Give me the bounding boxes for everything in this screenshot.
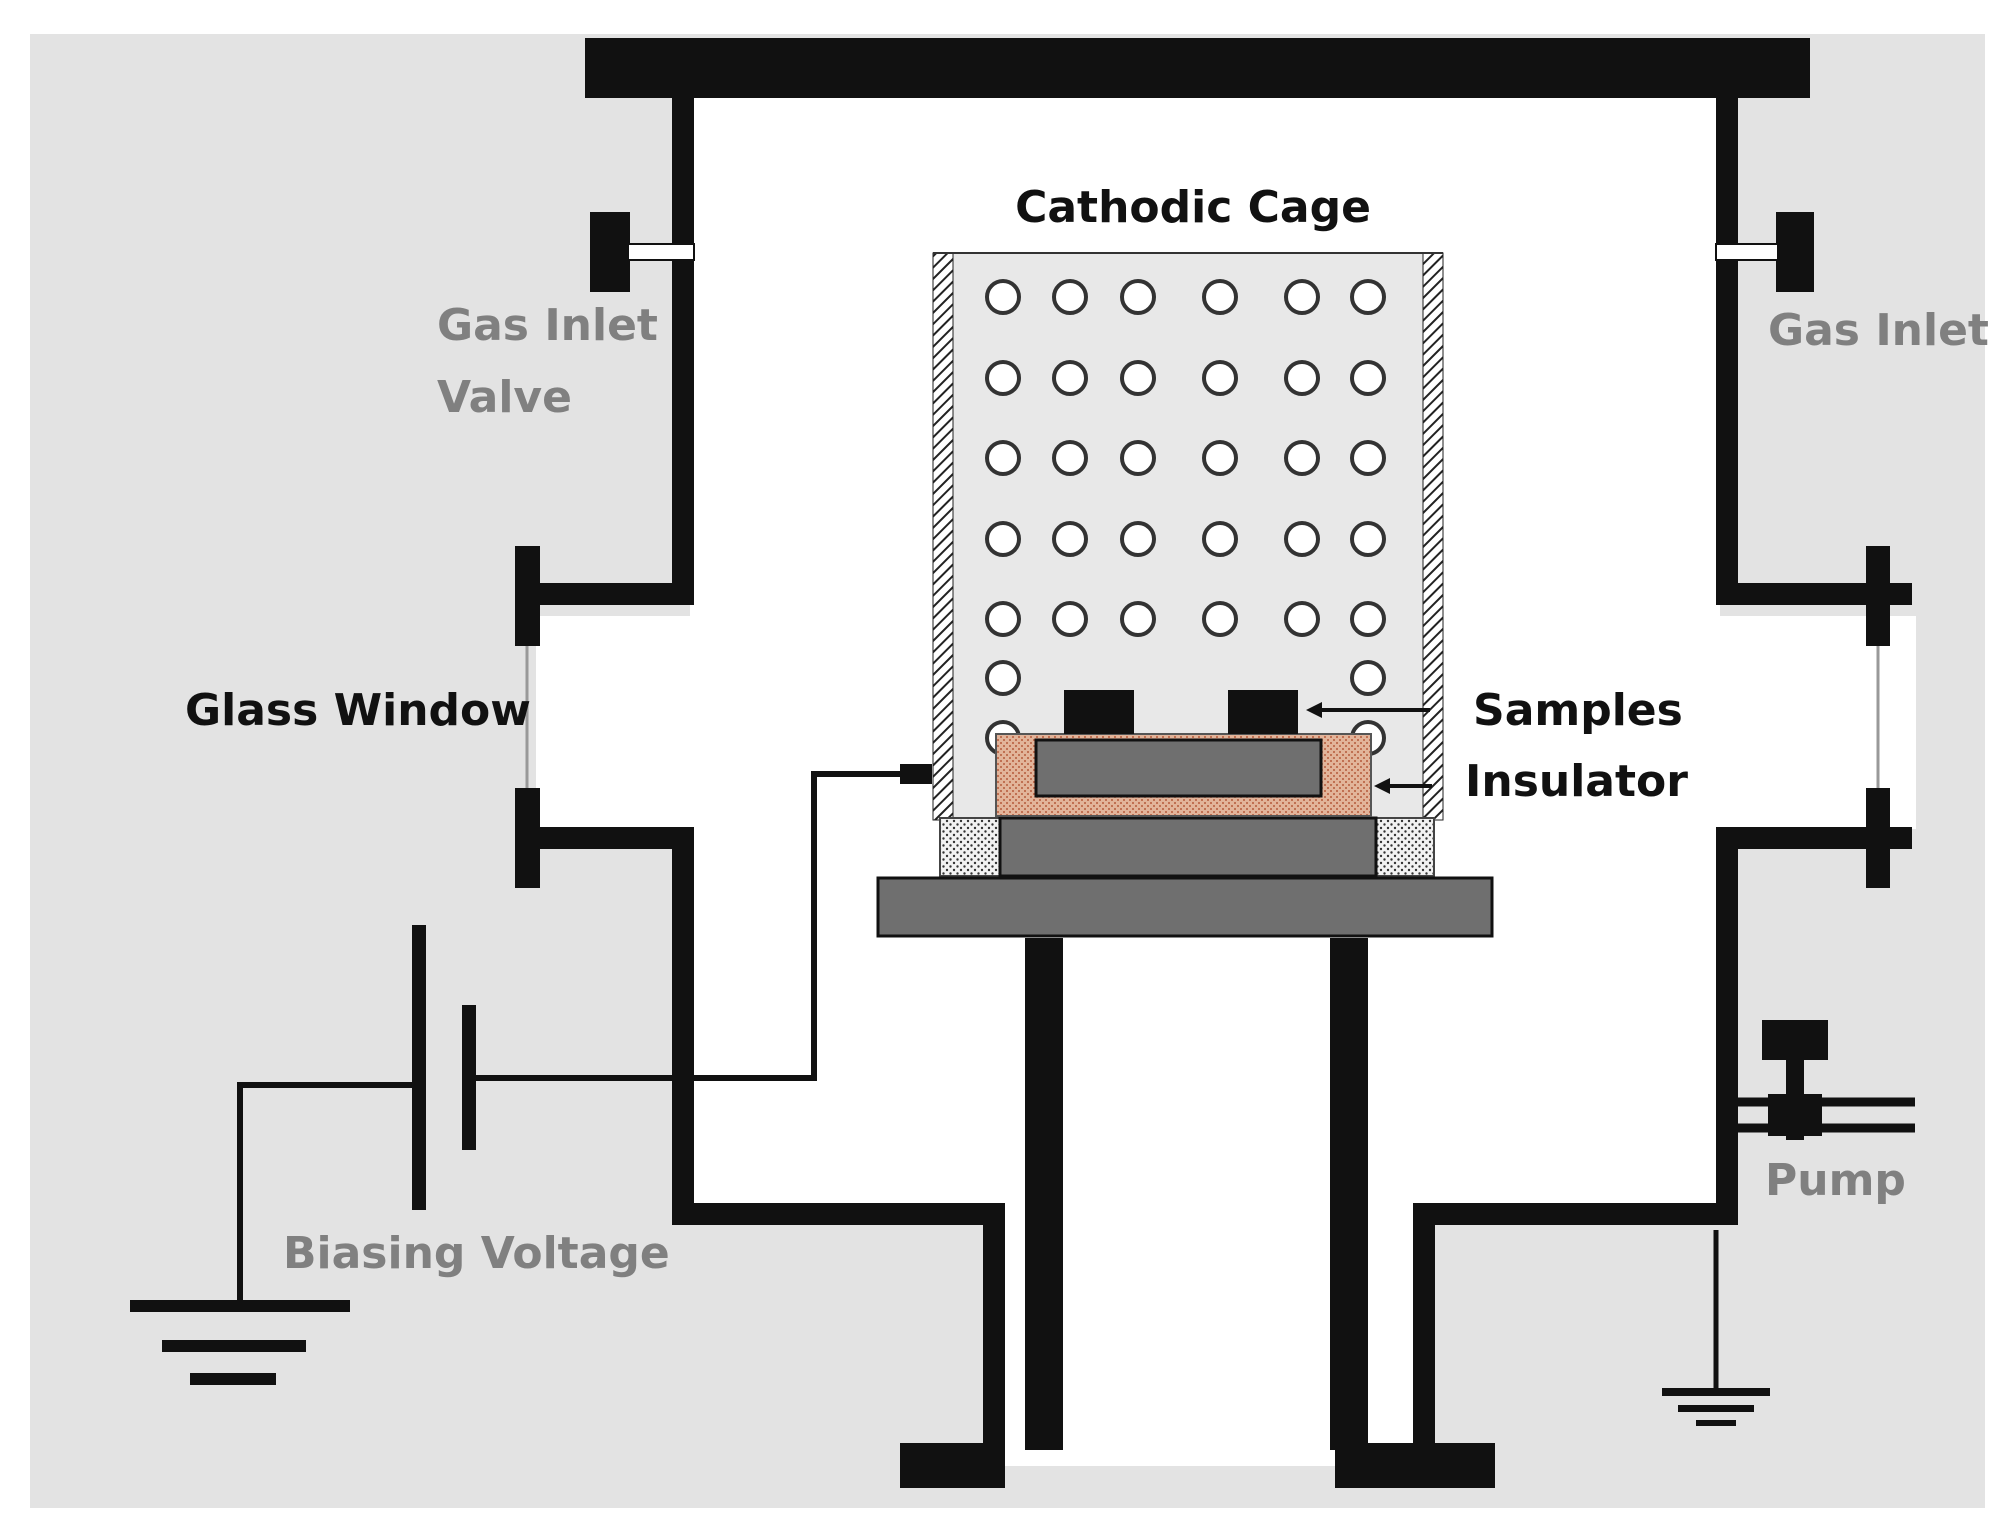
pump-line <box>1716 1020 1915 1140</box>
cage-hole <box>1052 440 1088 476</box>
cathodic-cage <box>932 252 1444 821</box>
cage-hole <box>1284 440 1320 476</box>
cage-hole <box>1350 521 1386 557</box>
sample-holder <box>876 816 1494 938</box>
cage-hole <box>1350 360 1386 396</box>
glass-window-left <box>515 546 540 888</box>
samples <box>1064 690 1298 734</box>
cage-hole <box>985 660 1021 696</box>
ground-symbol-icon <box>130 1300 350 1385</box>
cage-holes <box>985 279 1386 756</box>
cage-hole <box>1284 521 1320 557</box>
chamber-lid <box>585 38 1810 98</box>
label-gas-inlet-valve-line2: Valve <box>437 372 572 423</box>
bias-circuit-wire <box>237 771 920 1310</box>
label-cathodic-cage: Cathodic Cage <box>1015 182 1371 233</box>
cage-hole <box>1350 279 1386 315</box>
glass-window-right <box>1866 546 1890 888</box>
cage-hole <box>1202 440 1238 476</box>
cage-hole <box>1052 521 1088 557</box>
label-gas-inlet: Gas Inlet <box>1768 305 1989 356</box>
cage-hole <box>1350 440 1386 476</box>
cage-hole <box>1052 360 1088 396</box>
cage-hole <box>1284 279 1320 315</box>
cage-hole <box>1120 279 1156 315</box>
label-gas-inlet-valve-line1: Gas Inlet <box>437 300 658 351</box>
cage-hole <box>1350 601 1386 637</box>
cage-hole <box>1120 601 1156 637</box>
battery-symbol-icon <box>412 925 476 1210</box>
label-pump: Pump <box>1765 1155 1906 1206</box>
cage-hole <box>1120 360 1156 396</box>
pointer-arrows <box>1306 702 1432 794</box>
cage-hole <box>985 360 1021 396</box>
cage-hole <box>985 521 1021 557</box>
cage-hole <box>985 279 1021 315</box>
cage-hole <box>1120 521 1156 557</box>
chamber-wall <box>536 92 1912 1450</box>
cage-hole <box>1052 279 1088 315</box>
cage-hole <box>1202 360 1238 396</box>
label-insulator: Insulator <box>1465 756 1688 807</box>
cage-hole <box>1202 279 1238 315</box>
label-glass-window: Glass Window <box>185 685 531 736</box>
cage-hole <box>1284 601 1320 637</box>
cage-hole <box>1052 601 1088 637</box>
cage-hole <box>1350 660 1386 696</box>
cage-hole <box>985 601 1021 637</box>
gas-inlet-right <box>1715 212 1814 292</box>
cage-connector <box>900 764 932 784</box>
cage-hole <box>1202 521 1238 557</box>
cage-hole <box>1120 440 1156 476</box>
support-legs <box>1025 938 1368 1450</box>
insulator-block <box>995 733 1372 817</box>
label-samples: Samples <box>1473 685 1683 736</box>
label-biasing-voltage: Biasing Voltage <box>283 1228 670 1279</box>
cage-hole <box>1284 360 1320 396</box>
ground-symbol-icon <box>1662 1230 1770 1426</box>
cage-hole <box>1202 601 1238 637</box>
cage-hole <box>985 440 1021 476</box>
gas-inlet-valve-left <box>590 212 695 292</box>
base-flanges <box>900 1443 1495 1488</box>
